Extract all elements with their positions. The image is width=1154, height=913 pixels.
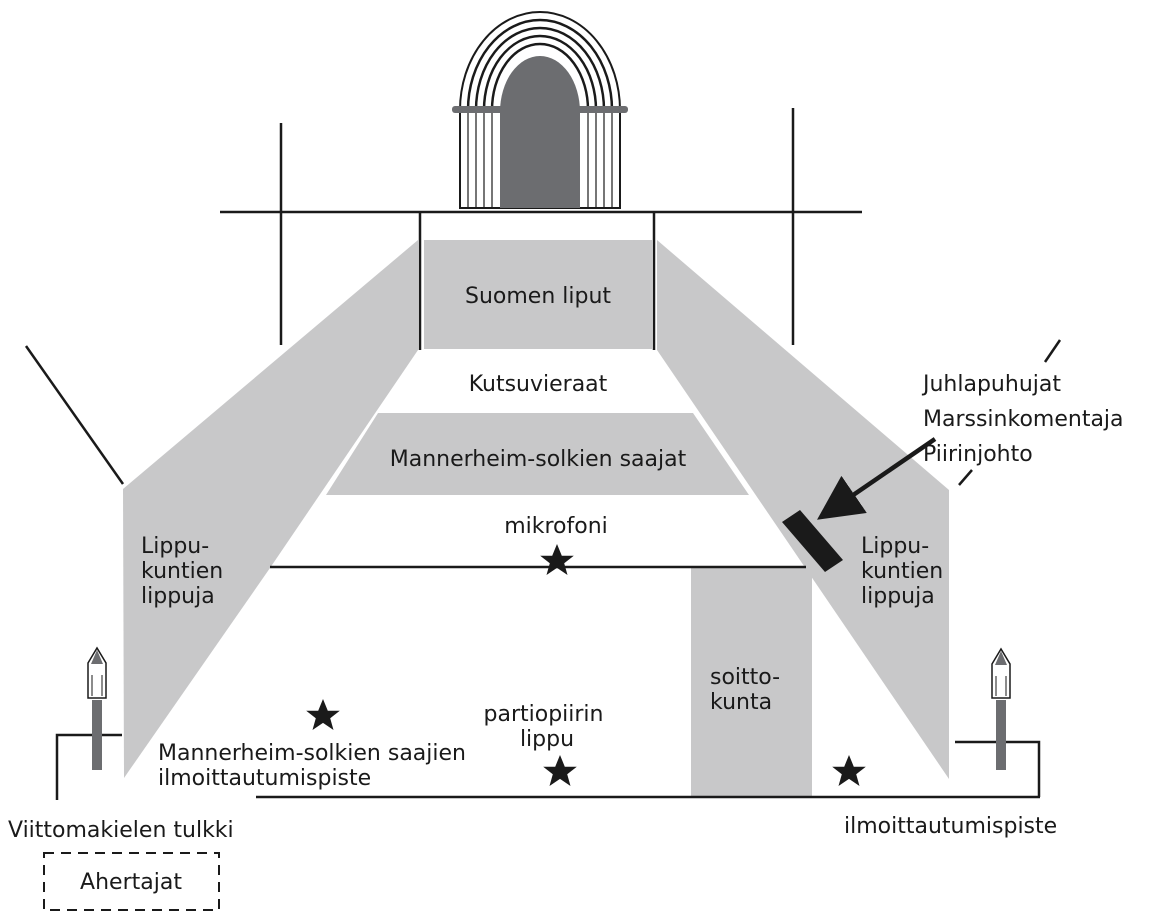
structure-lines: [24, 108, 1062, 486]
church-door-icon: [452, 11, 628, 209]
star-icon: [832, 755, 866, 786]
left-flags-label: Lippu- kuntien lippuja: [141, 534, 230, 609]
right-flags-label: Lippu- kuntien lippuja: [861, 534, 950, 609]
mikrofoni-label: mikrofoni: [504, 514, 608, 539]
mannerheim-saajat-area: [326, 413, 749, 495]
suomen-liput-area: [424, 240, 652, 349]
ahertajat-label: Ahertajat: [80, 870, 182, 895]
soittokunta-area: [691, 566, 812, 796]
registration-label: ilmoittautumispiste: [844, 814, 1057, 839]
star-icon: [543, 755, 577, 786]
torch-icon: [991, 647, 1011, 770]
speaker-podium-icon: [782, 510, 843, 572]
star-icon: [306, 699, 340, 730]
arrow-icon: [817, 437, 937, 520]
partiopiirin-lippu-label: partiopiirin lippu: [484, 702, 611, 752]
ahertajat-box: [43, 852, 220, 911]
right-flags-area: [657, 240, 949, 779]
sign-interpreter-label: Viittomakielen tulkki: [8, 818, 234, 843]
suomen-liput-label: Suomen liput: [465, 284, 611, 309]
kutsuvieraat-label: Kutsuvieraat: [469, 372, 608, 397]
mannerheim-saajat-label: Mannerheim-solkien saajat: [390, 447, 687, 472]
torch-icon: [87, 646, 107, 770]
registration-saajat-label: Mannerheim-solkien saajien ilmoittautumi…: [158, 741, 473, 791]
soittokunta-label: soitto- kunta: [710, 665, 787, 715]
left-flags-area: [123, 240, 418, 778]
star-icon: [540, 544, 574, 575]
speakers-label: Juhlapuhujat Marssinkomentaja Piirinjoht…: [921, 372, 1131, 467]
area-outlines: [55, 212, 1041, 800]
